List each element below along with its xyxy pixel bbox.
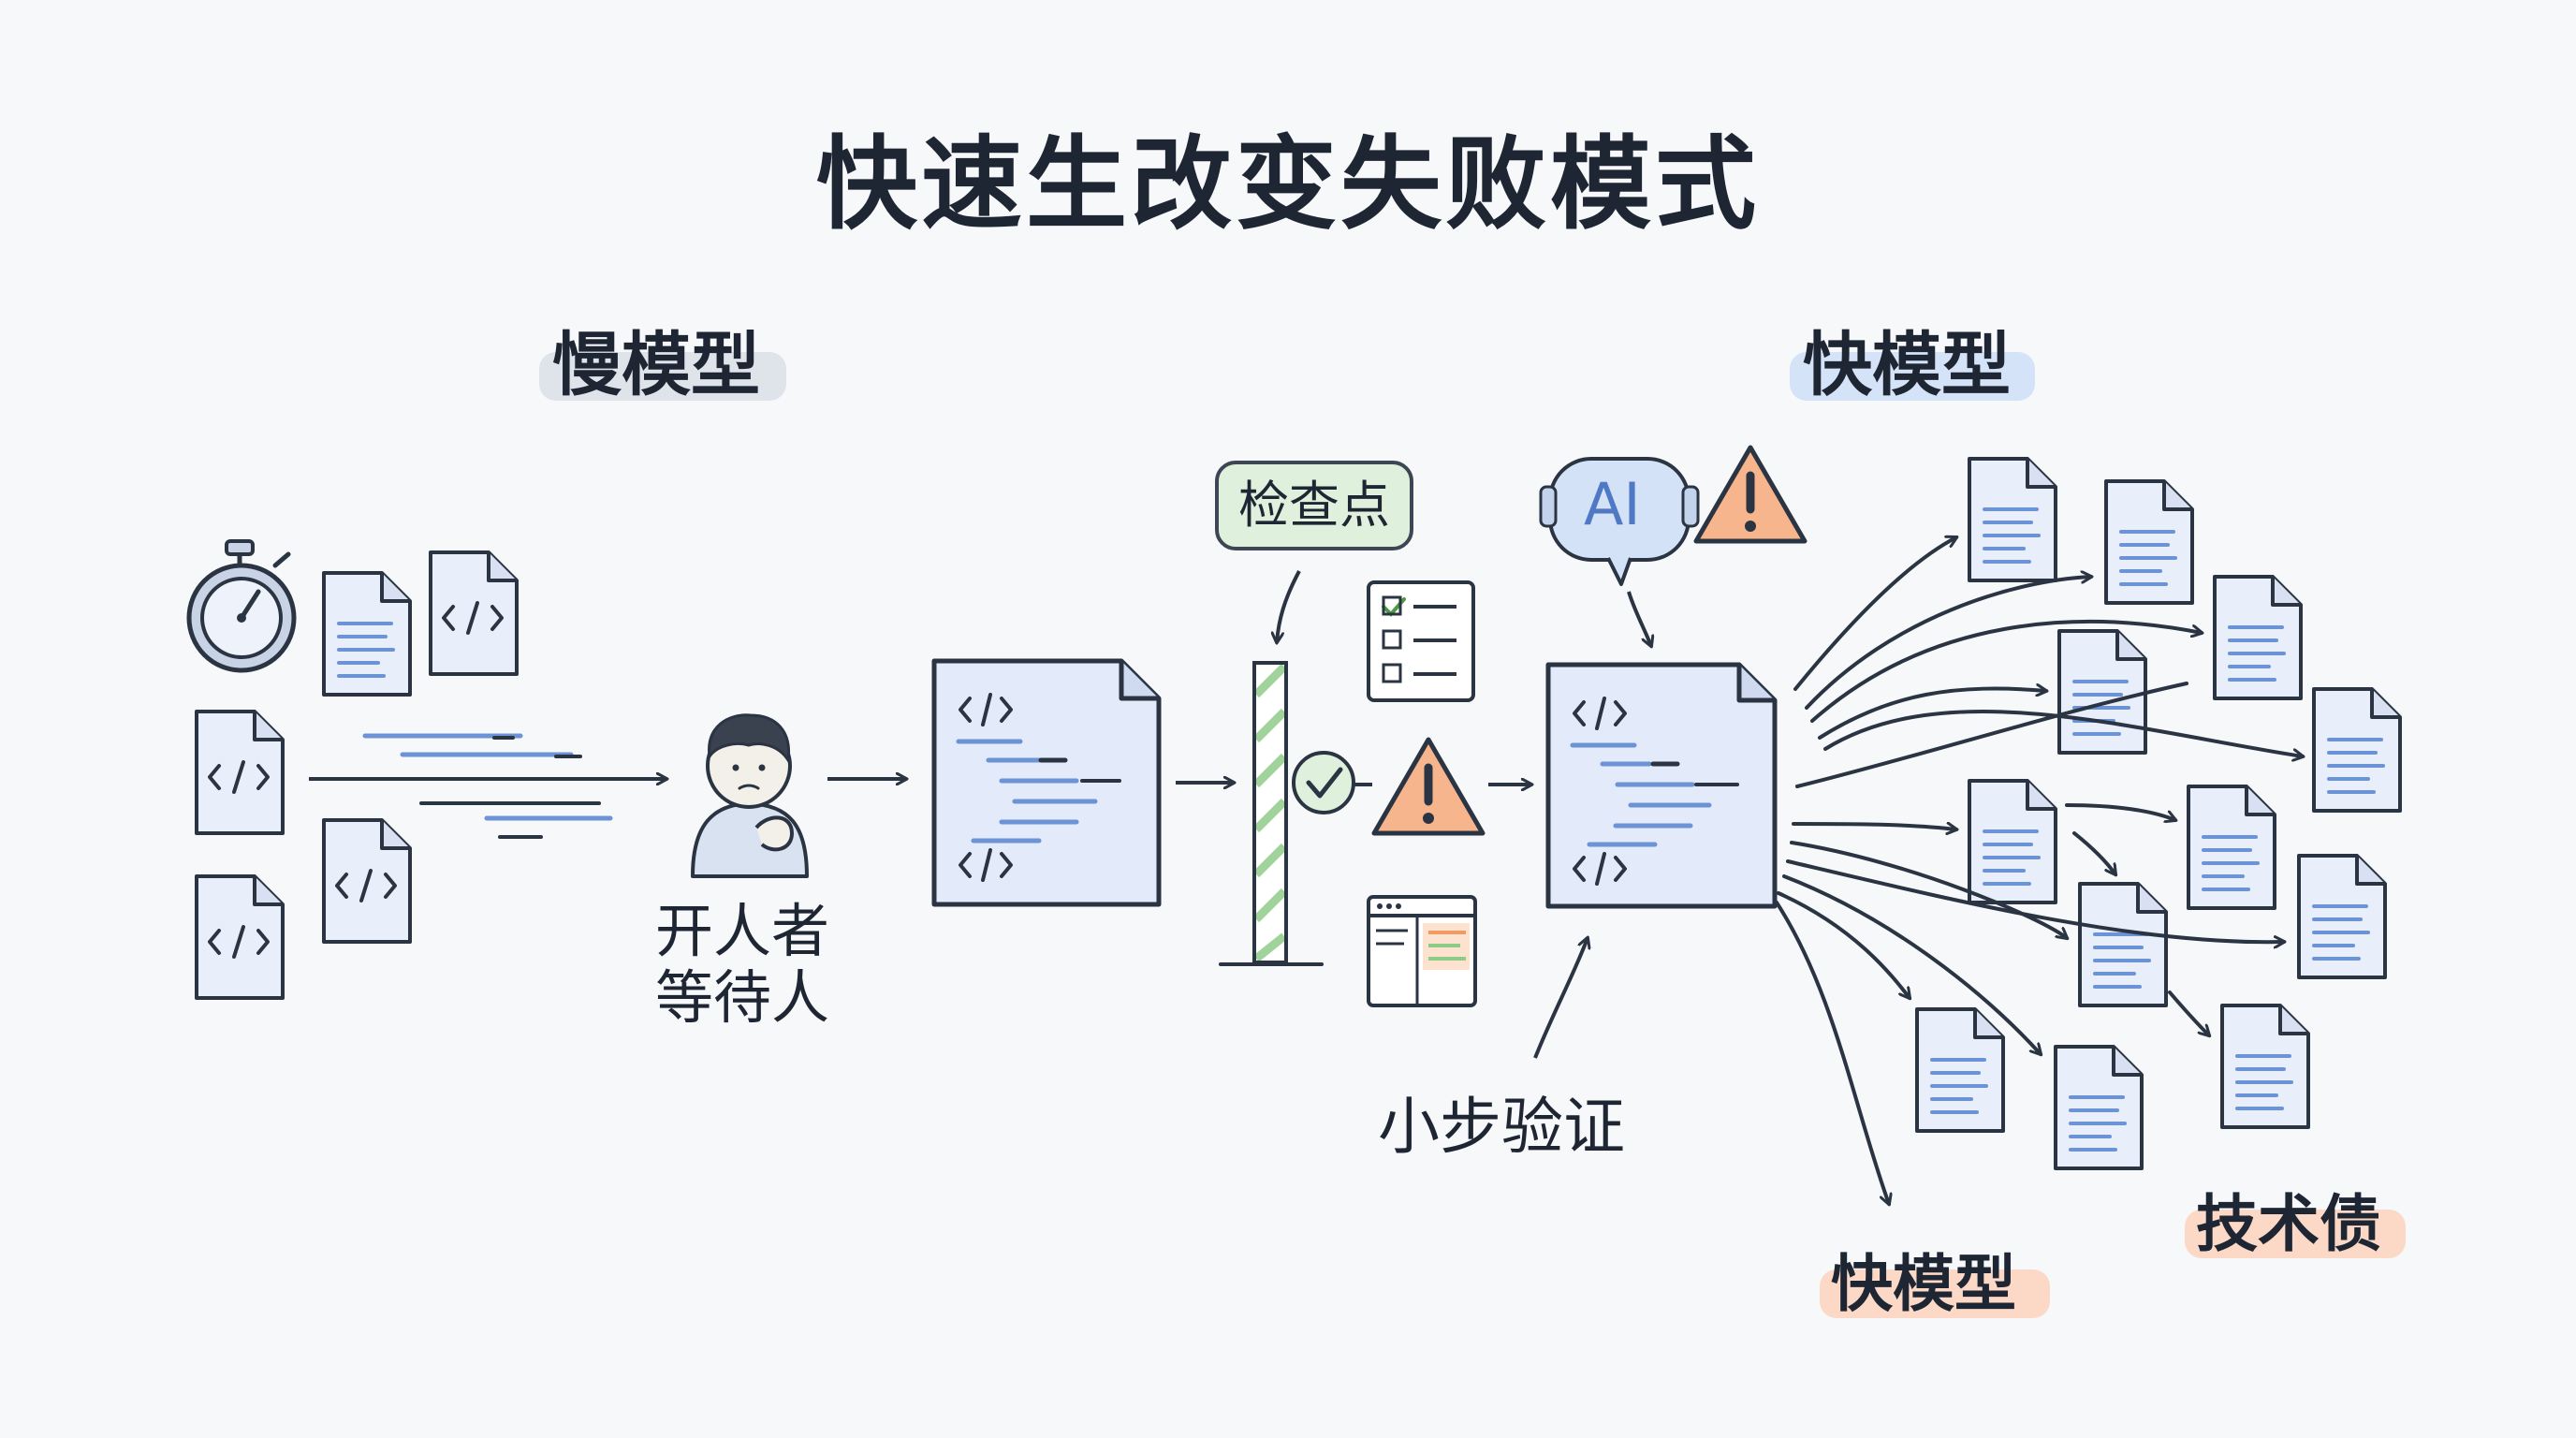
page-title: 快速生改变失败模式 — [815, 126, 1760, 243]
arrow-icon — [1627, 591, 1651, 646]
code-file-icon — [429, 550, 519, 676]
document-icon — [1915, 1007, 2005, 1133]
motion-streaks — [362, 733, 613, 839]
check-circle-icon — [1292, 751, 1355, 814]
slow-model-highlight — [539, 352, 786, 401]
code-file-icon — [195, 874, 285, 1000]
document-icon — [2213, 575, 2303, 700]
document-icon — [2054, 1045, 2144, 1170]
slow-model-label: 慢模型 — [552, 325, 760, 405]
code-file-icon — [322, 818, 412, 944]
small-step-verify-label: 小步验证 — [1378, 1091, 1625, 1163]
stopwatch-icon — [186, 539, 297, 673]
fan-out-arrows — [1775, 537, 2303, 1204]
developer-waiting-line-1: 开人者 — [655, 897, 830, 965]
document-icon — [2297, 854, 2387, 979]
document-icon — [322, 571, 412, 697]
document-icon — [1968, 457, 2057, 582]
document-icon — [2057, 629, 2147, 755]
developer-waiting-line-2: 等待人 — [655, 962, 830, 1032]
tech-debt-highlight — [2185, 1210, 2406, 1258]
code-file-icon — [195, 710, 285, 835]
warning-icon — [1374, 740, 1483, 833]
checkpoint-gate-icon — [1219, 661, 1324, 966]
ai-chat-bubble-icon — [1539, 457, 1700, 586]
document-icon — [2312, 687, 2402, 813]
browser-window-icon — [1367, 895, 1477, 1007]
arrow-icon — [1277, 570, 1301, 642]
checkpoint-label: 检查点 — [1215, 461, 1413, 550]
fast-model-bottom-label: 快模型 — [1831, 1248, 2016, 1320]
document-icon — [2220, 1004, 2310, 1129]
ai-badge-text: AI — [1584, 470, 1641, 538]
arrow-icon — [1533, 938, 1588, 1059]
document-icon — [2078, 882, 2168, 1007]
checklist-icon — [1367, 580, 1475, 702]
document-icon — [1968, 779, 2057, 904]
tech-debt-label: 技术债 — [2196, 1188, 2381, 1260]
fast-model-label: 快模型 — [1803, 325, 2011, 405]
developer-avatar-icon — [691, 713, 809, 878]
warning-icon — [1696, 448, 1805, 541]
fast-model-highlight — [1790, 352, 2035, 401]
code-file-icon — [1545, 662, 1778, 909]
document-icon — [2104, 479, 2194, 605]
fast-model-bottom-highlight — [1820, 1269, 2050, 1318]
developer-waiting-label: 开人者 等待人 — [655, 897, 830, 1032]
code-file-icon — [931, 658, 1162, 907]
document-icon — [2187, 785, 2276, 910]
